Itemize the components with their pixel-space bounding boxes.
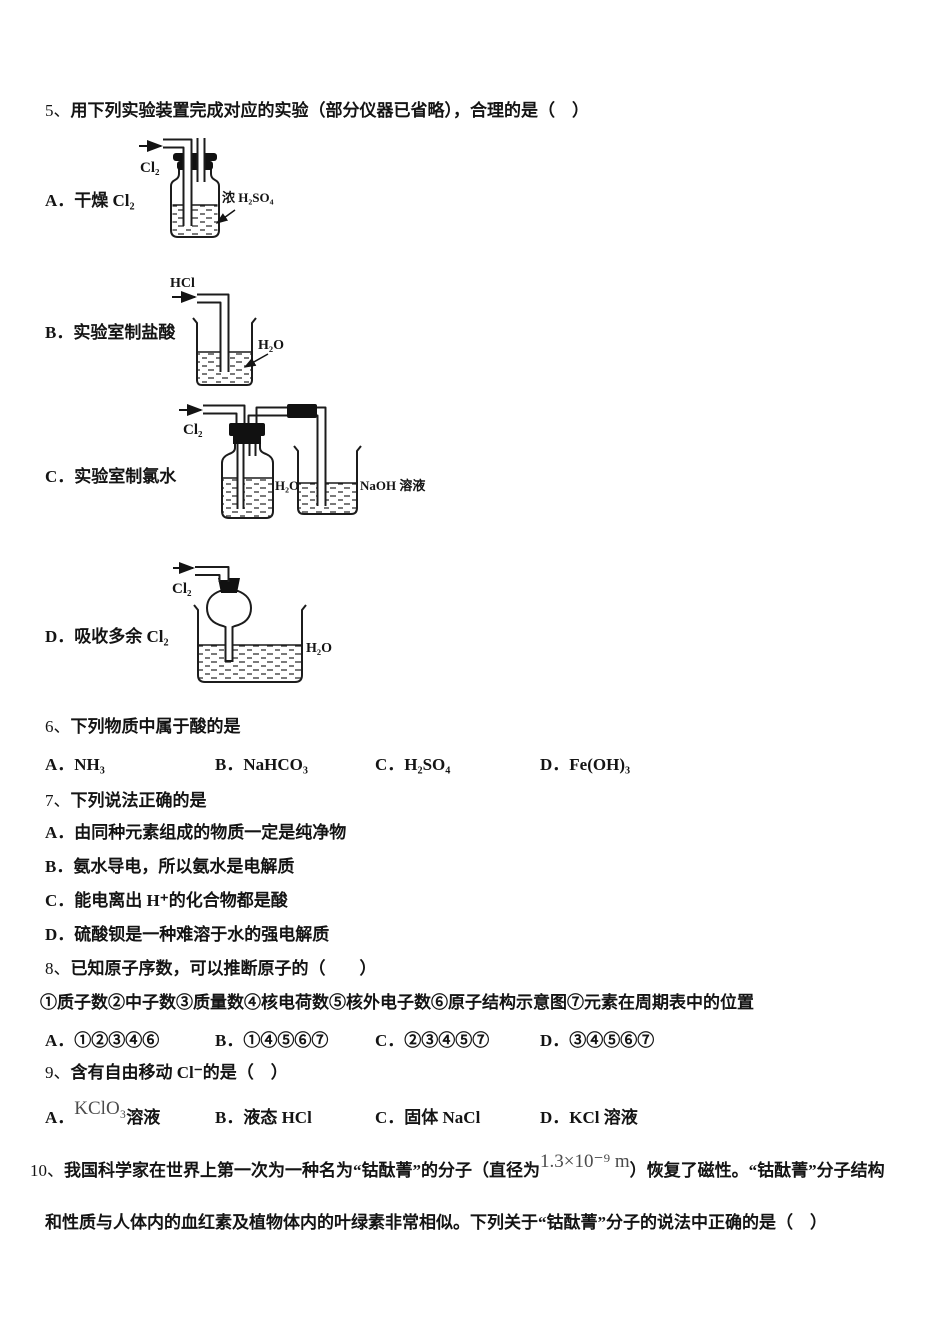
gas-in-label: Cl₂	[172, 581, 192, 597]
bottle-cap	[229, 423, 265, 436]
naoh-liquid	[299, 483, 356, 513]
inner-inlet-tube	[236, 444, 245, 509]
q6-option-a: A．NH₃	[45, 755, 105, 774]
q7-option-d: D．硫酸钡是一种难溶于水的强电解质	[45, 925, 330, 944]
kclo3-formula: KClO₃	[74, 1098, 127, 1119]
apparatus-c-bottle-and-beaker: Cl₂ H₂O NaOH 溶液	[179, 404, 425, 519]
q9-option-c: C．固体 NaCl	[375, 1108, 481, 1127]
question-6-options: A．NH₃ B．NaHCO₃ C．H₂SO₄ D．Fe(OH)₃	[45, 750, 925, 775]
inner-outlet-stub	[248, 444, 257, 456]
question-7-number: 7、	[45, 791, 71, 810]
reagent-pointer-arrow	[215, 209, 236, 224]
stopper	[218, 578, 240, 593]
option-b-label: B．实验室制盐酸	[45, 323, 176, 342]
q6-option-b: B．NaHCO₃	[215, 755, 308, 774]
acid-liquid	[172, 205, 218, 236]
q9-option-a: A．KClO₃溶液	[45, 1098, 161, 1127]
question-7-stem: 7、下列说法正确的是	[45, 791, 207, 810]
q8-option-c: C．②③④⑤⑦	[375, 1031, 490, 1050]
question-8-number: 8、	[45, 959, 71, 978]
q9-option-d: D．KCl 溶液	[540, 1108, 638, 1127]
question-10-line2: 和性质与人体内的血红素及植物体内的叶绿素非常相似。下列关于“钴酞菁”分子的说法中…	[45, 1213, 827, 1232]
reagent-pointer-arrow	[243, 353, 269, 368]
stopper-ring	[177, 161, 213, 170]
beaker-reagent-label: NaOH 溶液	[360, 478, 425, 493]
inlet-tube	[203, 404, 246, 428]
question-10-number: 10、	[30, 1161, 64, 1180]
bottle-reagent-label: H₂O	[275, 478, 299, 493]
gas-in-label: HCl	[170, 276, 195, 291]
inlet-tube	[163, 138, 193, 226]
q7-option-b: B．氨水导电，所以氨水是电解质	[45, 857, 295, 876]
apparatus-a-gas-washing-bottle: Cl₂ 浓 H₂SO₄	[139, 138, 274, 238]
reagent-label: H₂O	[306, 641, 332, 656]
diameter-formula: 1.3×10⁻⁹ m	[540, 1151, 630, 1172]
q8-option-b: B．①④⑤⑥⑦	[215, 1031, 329, 1050]
q8-option-a: A．①②③④⑥	[45, 1031, 160, 1050]
question-8-stem: 8、已知原子序数，可以推断原子的（ ）	[45, 959, 377, 978]
stopper	[173, 153, 217, 161]
question-8-items-line: ①质子数②中子数③质量数④核电荷数⑤核外电子数⑥原子结构示意图⑦元素在周期表中的…	[40, 993, 754, 1012]
inlet-tube	[195, 566, 230, 582]
q8-option-d: D．③④⑤⑥⑦	[540, 1031, 655, 1050]
question-5-stem: 5、用下列实验装置完成对应的实验（部分仪器已省略），合理的是（ ）	[45, 101, 589, 120]
question-8-options: A．①②③④⑥ B．①④⑤⑥⑦ C．②③④⑤⑦ D．③④⑤⑥⑦	[45, 1026, 925, 1051]
reagent-label: H₂O	[258, 338, 284, 353]
beaker	[293, 445, 362, 515]
question-7-options: A．由同种元素组成的物质一定是纯净物 B．氨水导电，所以氨水是电解质 C．能电离…	[45, 822, 346, 958]
gas-in-label: Cl₂	[183, 422, 203, 438]
option-a-label: A．干燥 Cl₂	[45, 191, 135, 210]
option-d-label: D．吸收多余 Cl₂	[45, 627, 169, 646]
water-liquid	[199, 645, 301, 681]
question-5-number: 5、	[45, 101, 71, 120]
outlet-tube	[196, 138, 206, 182]
question-9-options: A．KClO₃溶液 B．液态 HCl C．固体 NaCl D．KCl 溶液	[45, 1098, 925, 1129]
apparatus-d-inverted-funnel: Cl₂ H₂O	[172, 562, 332, 683]
q9-option-b: B．液态 HCl	[215, 1108, 312, 1127]
q6-option-d: D．Fe(OH)₃	[540, 755, 631, 774]
rubber-connector	[287, 404, 317, 418]
inverted-funnel-bulb	[205, 590, 253, 662]
q7-option-a: A．由同种元素组成的物质一定是纯净物	[45, 823, 347, 842]
bottle	[170, 169, 220, 238]
q7-option-c: C．能电离出 H⁺的化合物都是酸	[45, 891, 288, 910]
bottle-cap-ring	[233, 436, 261, 444]
reagent-label: 浓 H₂SO₄	[222, 190, 274, 205]
gas-in-label: Cl₂	[140, 160, 160, 176]
option-c-label: C．实验室制氯水	[45, 467, 177, 486]
question-6-stem: 6、下列物质中属于酸的是	[45, 717, 241, 736]
question-6-number: 6、	[45, 717, 71, 736]
q6-option-c: C．H₂SO₄	[375, 755, 451, 774]
apparatus-b-beaker: HCl H₂O	[170, 276, 284, 386]
delivery-tube	[197, 293, 230, 372]
question-9-stem: 9、含有自由移动 Cl⁻的是（ ）	[45, 1063, 288, 1082]
bottle	[221, 444, 274, 519]
water-liquid	[223, 478, 272, 517]
beaker	[192, 317, 257, 386]
question-10-line1: 10、我国科学家在世界上第一次为一种名为“钴酞菁”的分子（直径为1.3×10⁻⁹…	[30, 1151, 885, 1180]
beaker	[193, 604, 307, 683]
question-9-number: 9、	[45, 1063, 71, 1082]
